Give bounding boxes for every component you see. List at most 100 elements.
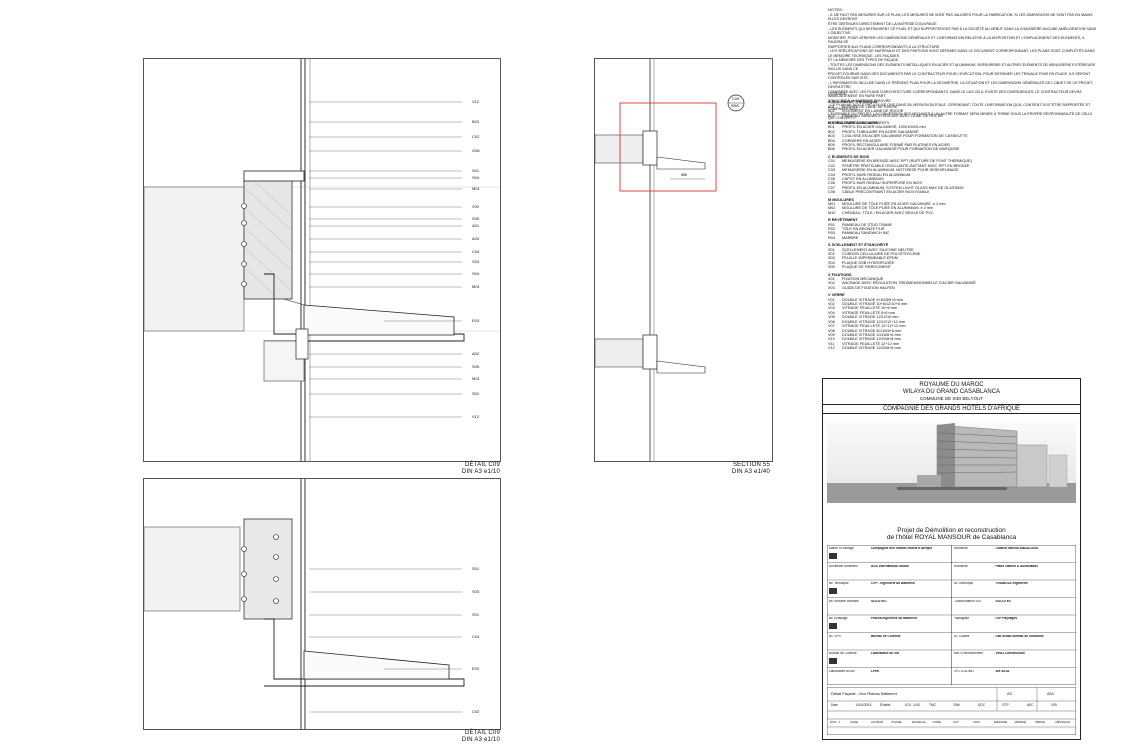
detail-top-caption: DÉTAIL C09 DIN A3 e1/10 [420,462,500,476]
tb-footer-label: FASE [850,720,859,724]
tb-role-label: OPC & AOMO [953,669,974,673]
legend-code: B01 [828,125,835,130]
legend-code: B03 [828,134,835,139]
tb-role-name: Pracha Ingénierie du Bâtiment [871,617,917,620]
tb-role-label: Bureau de Contrôle [829,652,857,655]
legend-code: A01 [828,104,835,109]
legend-code: B05 [828,143,835,148]
tb-line1: ROYAUME DU MAROC [919,382,984,388]
legend-desc: FENÊTRE PRATICABLE OSCILLANTE-BATTANT AV… [842,163,970,168]
legend-code: S03 [828,256,835,261]
tb-footer-label: DOC. 1 [830,720,841,724]
legend-code: M10 [828,210,836,215]
legend-item: V07 VITRAGE FEUILLETÉ 12+12+12 mm [828,324,1088,328]
legend-code: V07 [828,324,835,329]
legend-desc: VITRAGE FEUILLETÉ 12+12+12 mm [842,324,906,329]
note-line: MODIFIER, POUR VÉRIFIER LES DIMENSIONS G… [828,35,1086,44]
legend-desc: MOULURE DE TÔLE PLIÉE EN ALUMINIUM, e 2 … [842,206,934,211]
title-block: ROYAUME DU MAROC WILAYA DU GRAND CASABLA… [822,378,1081,740]
tb-footer-value: Échelle [880,703,891,707]
note-line: PROJET FOURNIR DANS DES DOCUMENTS PAR LE… [828,71,1091,81]
legend-desc: PLAQUE DE FIBROCIMENT [842,265,891,270]
legend-code: M02 [828,206,836,211]
tag-label: C02 [472,709,480,714]
notes-title: NOTES : [828,7,845,12]
tag-label: S04 [472,271,480,276]
tb-footer-label: LOT [953,720,959,724]
legend-desc: PANNEAU SANDWICH ISOLANT AVEC LAINE DE R… [842,113,944,118]
legend-category: V VERRE [828,293,845,298]
legend-code: B04 [828,138,835,143]
tb-role-label: Coordonnateur SSI [953,599,981,603]
legend-category: S SCELLEMENT ET ÉTANCHÉITÉ [828,243,889,248]
legend-code: B02 [828,129,835,134]
legend-desc: TÔLE EN BRONZE PLIÉ [842,226,885,231]
legend-desc: PROFIL RECTANGULAIRE FORMÉ PAR PLATINES … [842,143,950,148]
legend-category: A ISOLEMENT THERMIQUE [828,100,878,105]
tag-label: S04 [472,175,480,180]
legend-code: V02 [828,302,835,307]
tag-label: M01 [472,186,480,191]
note-line: SOLLICITÉ À LA MAÎTRISE D'ŒUVRE. [828,98,892,103]
tb-project: Projet de Démolition et reconstruction d… [823,527,1080,541]
legend-desc: ANCRAGE AVEC RÉGULATION TRIDIMENSIONNELL… [842,281,976,286]
legend-code: C03 [828,168,835,173]
legend-desc: BOURRE DE LAINE DE ROCHE [842,104,898,109]
tb-footer-label: AUTEUR [871,720,884,724]
tb-footer-value: ETP [1002,703,1009,707]
legend-desc: CAPOT EN ALUMINIUM [842,176,884,181]
tag-label: S03 [472,589,480,594]
legend-code: A02 [828,109,835,114]
note-line: - TOUTES LES DIMENSIONS DES ÉLÉMENTS MÉT… [828,62,1096,72]
tb-role-label: BE Sécurité Incendie [829,599,859,603]
legend-desc: MENUISERIE EN BRONZE AVEC RPT (RUPTURE D… [842,159,972,164]
tb-footer-value: 1/10 - 1/40 [904,703,920,707]
legend-code: B06 [828,147,835,152]
tag-label: A03 [472,236,480,241]
legend-code: V01 [828,297,835,302]
tb-footer-value: RA6 [953,703,960,707]
tag-label: S01 [472,168,480,173]
legend-code: V11 [828,341,835,346]
legend-desc: CORDON CELLULAIRE DE POLYÉTHYLÈNE [842,252,921,256]
legend-code: V12 [828,346,835,351]
legend-item: B05 PROFIL RECTANGULAIRE FORMÉ PAR PLATIN… [828,143,1088,147]
tb-footer-value: 14/01/2014 [855,703,872,707]
tag-label: G06 [472,148,480,153]
legend-code: S01 [828,247,835,252]
notes-block: NOTES : - IL NE FAUT PAS MESURER SUR LE … [828,7,1098,126]
